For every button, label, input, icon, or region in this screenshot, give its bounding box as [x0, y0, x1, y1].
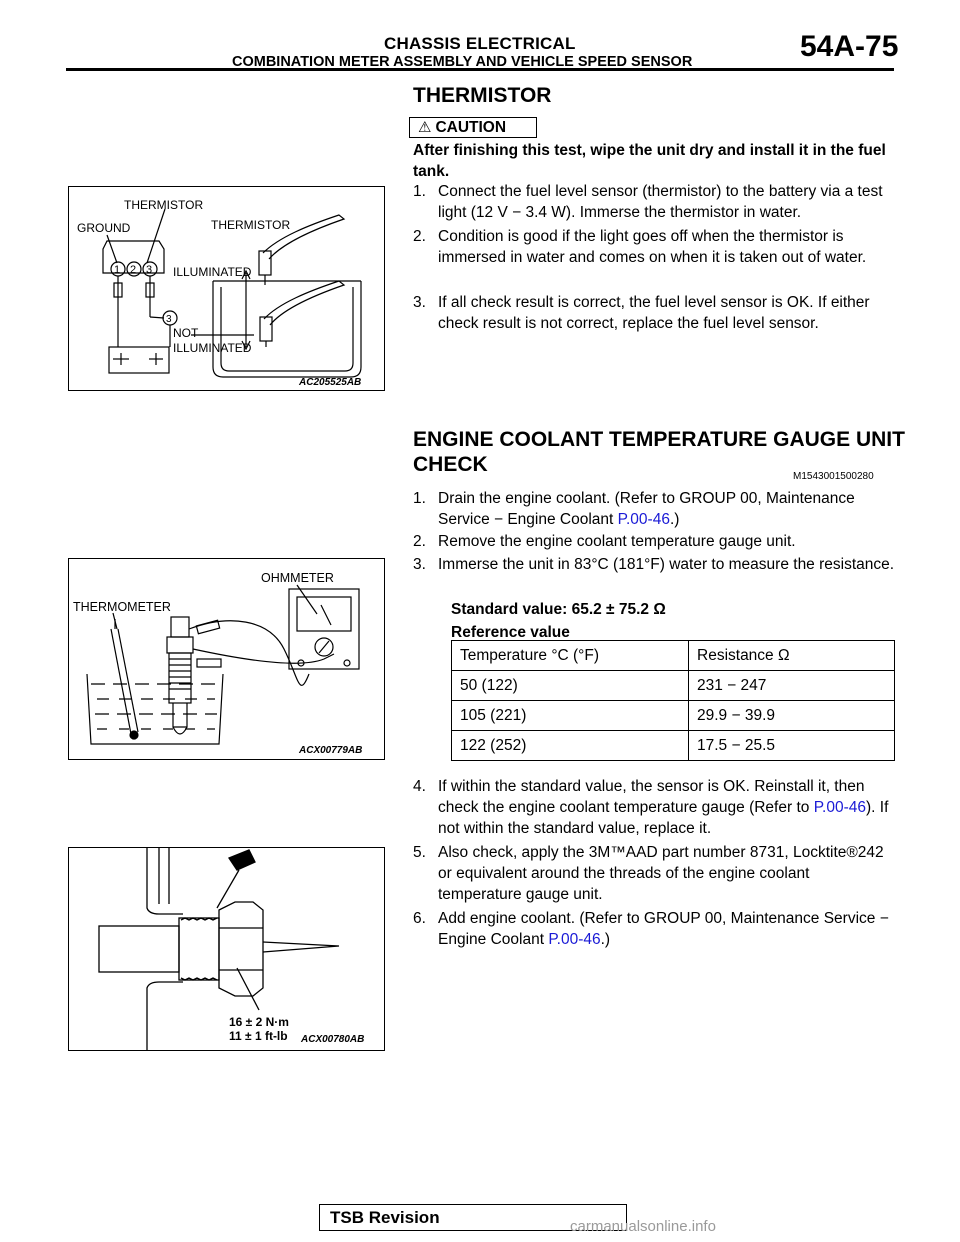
list-item: 4. If within the standard value, the sen… — [413, 778, 889, 837]
header-rule — [66, 68, 894, 71]
chapter-title: CHASSIS ELECTRICAL — [384, 34, 576, 53]
page-link[interactable]: P.00-46 — [617, 511, 670, 528]
ohmmeter-figure: OHMMETER THERMOMETER ACX00779AB — [68, 558, 385, 760]
label-not-illuminated: ILLUMINATED — [173, 341, 252, 355]
reference-table: Temperature °C (°F) Resistance Ω 50 (122… — [451, 640, 895, 761]
torque-nm: 16 ± 2 N·m — [229, 1015, 289, 1029]
warning-icon: ⚠ — [418, 119, 432, 136]
page-number: 54A-75 — [800, 30, 899, 63]
list-item: 6. Add engine coolant. (Refer to GROUP 0… — [413, 910, 889, 948]
list-item: 2. Remove the engine coolant temperature… — [413, 533, 796, 550]
coolant-heading-line2: CHECK — [413, 453, 488, 476]
column-header: Temperature °C (°F) — [451, 640, 689, 671]
caution-text: After finishing this test, wipe the unit… — [413, 142, 886, 180]
list-item: 1. Drain the engine coolant. (Refer to G… — [413, 490, 855, 528]
coolant-heading-line1: ENGINE COOLANT TEMPERATURE GAUGE UNIT — [413, 428, 905, 451]
list-item: 1. Connect the fuel level sensor (thermi… — [413, 183, 883, 221]
label-thermometer: THERMOMETER — [73, 600, 171, 614]
pin-1: 1 — [114, 264, 120, 276]
standard-value: Standard value: 65.2 ± 75.2 Ω — [451, 601, 666, 618]
table-header-row: Temperature °C (°F) Resistance Ω — [451, 640, 895, 671]
torque-figure: 16 ± 2 N·m 11 ± 1 ft-lb ACX00780AB — [68, 847, 385, 1051]
page-link[interactable]: P.00-46 — [813, 799, 866, 816]
figure-code: ACX00780AB — [300, 1034, 364, 1045]
list-item: 3. Immerse the unit in 83°C (181°F) wate… — [413, 556, 895, 573]
figure-code: AC205525AB — [298, 377, 361, 388]
bulb-symbol: 3 — [166, 314, 172, 325]
thermistor-figure: THERMISTOR GROUND THERMISTOR ILLUMINATED… — [68, 186, 385, 391]
tsb-revision-box: TSB Revision — [319, 1204, 627, 1231]
label-ohmmeter: OHMMETER — [261, 571, 334, 585]
watermark: carmanualsonline.info — [570, 1218, 716, 1235]
section-title: COMBINATION METER ASSEMBLY AND VEHICLE S… — [232, 54, 693, 70]
thermistor-heading: THERMISTOR — [413, 84, 552, 107]
table-row: 105 (221) 29.9 − 39.9 — [451, 700, 895, 731]
pin-2: 2 — [130, 264, 136, 276]
table-row: 50 (122) 231 − 247 — [451, 670, 895, 701]
figure-code: ACX00779AB — [298, 745, 362, 756]
ohmmeter-diagram: OHMMETER THERMOMETER ACX00779AB — [73, 571, 362, 756]
pin-3: 3 — [146, 264, 152, 276]
torque-ftlb: 11 ± 1 ft-lb — [229, 1029, 288, 1043]
thermistor-diagram: THERMISTOR GROUND THERMISTOR ILLUMINATED… — [77, 198, 362, 388]
label-thermistor-top: THERMISTOR — [124, 198, 203, 212]
list-item: 5. Also check, apply the 3M™AAD part num… — [413, 844, 884, 903]
document-code: M1543001500280 — [793, 471, 874, 482]
label-thermistor-right: THERMISTOR — [211, 218, 290, 232]
column-header: Resistance Ω — [688, 640, 895, 671]
list-item: 3. If all check result is correct, the f… — [413, 294, 870, 332]
torque-diagram: 16 ± 2 N·m 11 ± 1 ft-lb ACX00780AB — [98, 848, 364, 1050]
label-not: NOT — [173, 326, 199, 340]
list-item: 2. Condition is good if the light goes o… — [413, 228, 867, 266]
page-link[interactable]: P.00-46 — [548, 931, 601, 948]
label-illuminated: ILLUMINATED — [173, 265, 252, 279]
caution-box: ⚠ CAUTION — [409, 117, 537, 138]
caution-label: CAUTION — [435, 118, 507, 136]
table-row: 122 (252) 17.5 − 25.5 — [451, 730, 895, 761]
label-ground: GROUND — [77, 221, 131, 235]
reference-label: Reference value — [451, 624, 570, 641]
